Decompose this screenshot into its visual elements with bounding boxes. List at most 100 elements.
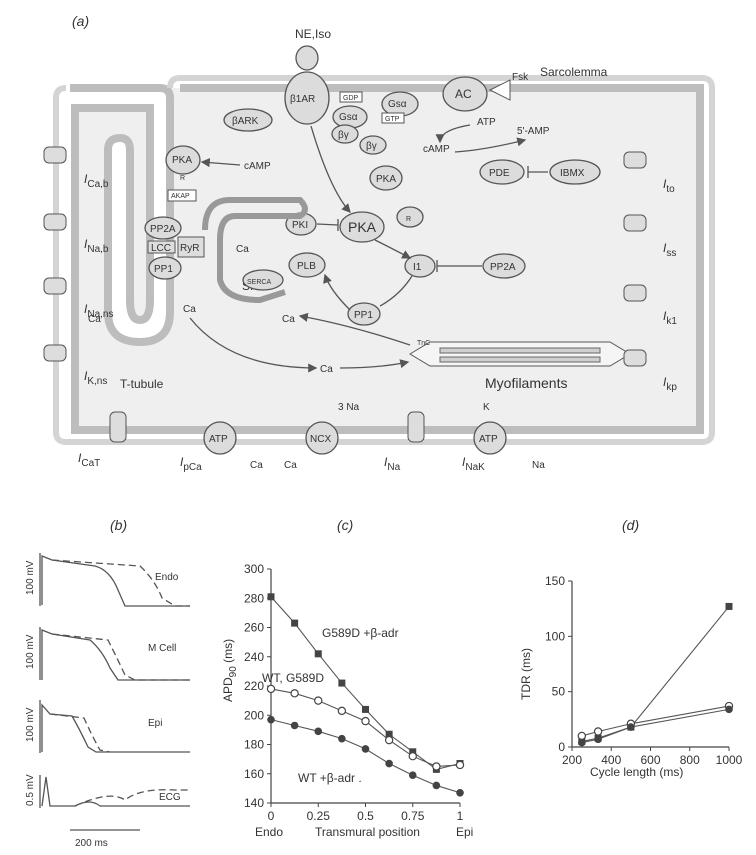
current-right-2: Iss [663,241,676,259]
data-point [338,734,346,743]
atp-ac-label: ATP [477,117,496,128]
ligand-icon [295,45,319,71]
right-channels [623,151,647,367]
pp1-right-label: PP1 [354,310,373,321]
data-point [384,735,394,745]
atp-p-label: ATP [209,434,228,445]
chart-d-xlabel: Cycle length (ms) [590,765,683,779]
current-left-4: IK,ns [84,369,107,387]
scale-mcell: 100 mV [25,634,36,669]
series-line [581,606,730,743]
series-line [581,708,730,744]
data-point [725,602,733,610]
y-tick-label: 240 [244,650,264,664]
y-tick-label: 140 [244,796,264,810]
pde-node [479,159,525,185]
chart-d-ylabel: TDR (ms) [519,648,533,700]
pka-c-node [369,165,403,191]
bark-node [223,108,273,132]
y-tick-label: 50 [552,685,566,699]
gtp-box [381,112,405,124]
series-line [270,688,461,767]
data-point [385,730,393,738]
b1ar-label: β1AR [290,94,315,105]
data-point [314,696,323,705]
ca1-label: Ca [183,304,196,315]
pka-c-label: PKA [376,174,396,185]
cell-outer-edge [53,75,715,445]
x-tick-label: 1 [457,809,464,823]
data-point [338,679,346,687]
x-tick-label: 0 [268,809,275,823]
data-point [627,723,635,731]
time-scale-label: 200 ms [75,838,108,849]
nak-pump [473,421,507,455]
data-point [361,745,370,753]
x-tick-label: 400 [601,753,621,767]
trace-ecg: 0.5 mV ECG [25,774,190,808]
serca-node [242,269,284,291]
bg1-label: βγ [338,130,349,141]
label-endo: Endo [155,572,179,583]
na-label: Na [532,460,545,471]
current-right-1: Ito [663,177,675,195]
ibmx-label: IBMX [560,168,585,179]
pka-main-node [339,211,385,243]
pp2a-left-node [144,216,182,240]
data-point [432,781,441,790]
current-right-4: Ikp [663,375,677,393]
cat-channel [109,411,127,443]
x-tick-label: 0.25 [307,809,331,823]
current-bottom-2: IpCa [180,455,202,473]
ca-tt-label: Ca [88,314,101,325]
current-right-3: Ik1 [663,309,677,327]
scale-endo: 100 mV [25,560,36,595]
x-tick-label: 0.75 [401,809,425,823]
x-tick-label: 600 [640,753,660,767]
label-mcell: M Cell [148,643,176,654]
panel-a: (a) NE,Iso Fsk Sarcolemma β1AR βARK Gsα … [43,13,715,473]
ttubule-label: T-tubule [120,377,164,391]
chart-c-xlabel: Transmural position [315,825,420,839]
data-point [455,760,465,770]
y-tick-label: 100 [545,629,565,643]
myofilaments-label: Myofilaments [485,375,567,391]
data-point [266,684,276,694]
label-ecg: ECG [159,792,181,803]
plb-node [288,252,326,278]
data-point [408,752,417,761]
y-tick-label: 200 [244,708,264,722]
panel-b-label: (b) [110,517,127,533]
amp-label: 5'-AMP [517,126,550,137]
pka-r-label: PKA [172,155,192,166]
y-tick-label: 220 [244,679,264,693]
gsa2-label: Gsα [388,99,407,110]
chart-c-series-label-2: WT, G589D [262,671,324,685]
current-bottom-3: INa [384,455,401,473]
trace-mcell: 100 mV M Cell [25,627,190,681]
x-tick-label: 200 [562,753,582,767]
chart-c-x-end-right: Epi [456,825,473,839]
pki-label: PKI [292,220,308,231]
chart-c-series-label-3: WT +β-adr . [298,771,362,785]
sr-membrane [202,197,308,304]
scale-ecg: 0.5 mV [25,774,36,806]
r-c-label: R [406,216,411,223]
pp2a-right-label: PP2A [490,262,516,273]
data-point [337,706,347,716]
k-label: K [483,402,490,413]
data-point [314,727,323,736]
data-point [432,762,441,771]
b1ar-to-pka-arrow [310,125,351,213]
label-epi: Epi [148,718,162,729]
atp-nak-label: ATP [479,434,498,445]
fsk-icon [488,79,511,101]
current-left-2: INa,b [84,237,109,255]
data-point [267,715,275,724]
data-point [361,716,370,726]
atp-pump [203,421,237,455]
